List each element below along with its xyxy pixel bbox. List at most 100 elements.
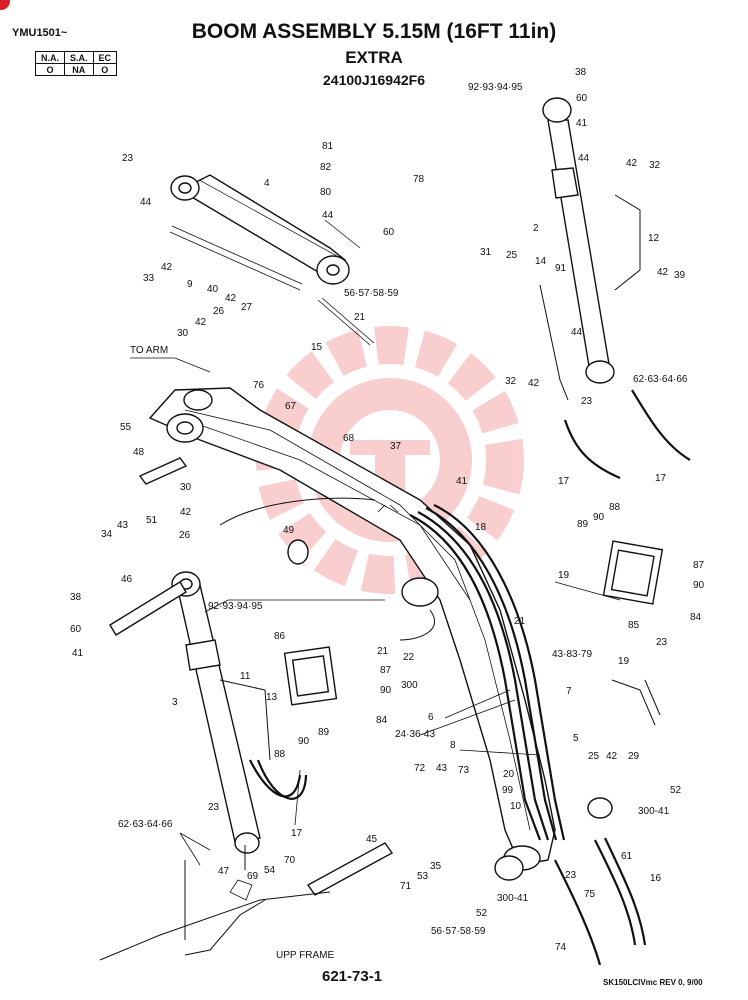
model-range: YMU1501~	[12, 27, 68, 39]
boom-body	[148, 387, 556, 871]
part-callout-label: 69	[247, 871, 259, 882]
part-callout-label: 300	[401, 680, 418, 691]
part-callout-label: 90	[593, 512, 605, 523]
part-callout-label: 7	[566, 686, 572, 697]
upper-frame	[99, 845, 331, 961]
part-callout-label: 90	[693, 580, 705, 591]
part-callout-label: 87	[693, 560, 705, 571]
part-callout-label: 41	[456, 476, 468, 487]
part-callout-label: 38	[70, 592, 82, 603]
part-callout-label: 9	[187, 279, 193, 290]
part-callout-label: 44	[322, 210, 334, 221]
part-callout-label: 76	[253, 380, 265, 391]
part-callout-label: 67	[285, 401, 297, 412]
part-callout-label: 5	[573, 733, 579, 744]
part-callout-label: 75	[584, 889, 596, 900]
part-callout-label: 19	[558, 570, 570, 581]
part-callout-label: 10	[510, 801, 522, 812]
part-callout-label: 22	[403, 652, 415, 663]
part-callout-label: 56·57·58·59	[431, 926, 486, 937]
part-callout-label: 70	[284, 855, 296, 866]
part-callout-label: 41	[72, 648, 84, 659]
part-callout-label: 8	[450, 740, 456, 751]
part-callout-label: 18	[475, 522, 487, 533]
boom-hose-bundle	[219, 497, 566, 841]
part-callout-label: 42	[225, 293, 237, 304]
part-callout-label: 33	[143, 273, 155, 284]
part-callout-label: 42	[161, 262, 173, 273]
part-callout-label: 23	[565, 870, 577, 881]
part-callout-label: 30	[180, 482, 192, 493]
leader-lines	[130, 219, 621, 866]
codes-value-cell: O	[35, 63, 65, 76]
part-callout-label: 60	[576, 93, 588, 104]
part-callout-label: 44	[571, 327, 583, 338]
part-callout-label: 61	[621, 851, 633, 862]
part-callout-label: 26	[213, 306, 225, 317]
assembly-part-number: 24100J16942F6	[323, 72, 425, 88]
part-callout-label: 84	[690, 612, 702, 623]
part-callout-label: 44	[578, 153, 590, 164]
part-callout-label: 73	[458, 765, 470, 776]
part-callout-label: 13	[266, 692, 278, 703]
codes-header-row: N.A. S.A. EC	[35, 51, 118, 64]
part-callout-label: 11	[240, 671, 251, 682]
part-callout-label: 23	[208, 802, 220, 813]
page-subtitle: EXTRA	[345, 48, 403, 67]
page-title: BOOM ASSEMBLY 5.15M (16FT 11in)	[191, 20, 557, 43]
part-callout-label: 71	[400, 881, 412, 892]
part-callout-label: 42	[657, 267, 669, 278]
part-callout-label: 16	[650, 873, 662, 884]
part-callout-label: 53	[417, 871, 429, 882]
part-callout-label: 62·63·64·66	[118, 819, 173, 830]
boom-pins	[109, 457, 613, 896]
part-callout-label: 40	[207, 284, 219, 295]
part-callout-label: 6	[428, 712, 434, 723]
part-callout-label: 43	[117, 520, 129, 531]
part-callout-label: 60	[70, 624, 82, 635]
part-callout-label: 4	[264, 178, 270, 189]
part-callout-label: 41	[576, 118, 588, 129]
part-callout-label: 19	[618, 656, 630, 667]
boom-top-cylinder	[169, 174, 375, 346]
part-callout-label: 37	[390, 441, 402, 452]
part-callout-label: 42	[528, 378, 540, 389]
part-callout-label: 55	[120, 422, 132, 433]
part-callout-label: 23	[581, 396, 593, 407]
part-callout-label: 23	[122, 153, 134, 164]
part-callout-label: 78	[413, 174, 425, 185]
codes-value-row: O NA O	[35, 63, 118, 76]
part-callout-label: 91	[555, 263, 567, 274]
part-callout-label: 89	[577, 519, 589, 530]
part-callout-label: 42	[180, 507, 192, 518]
part-callout-label: 42	[606, 751, 618, 762]
part-callout-label: 90	[298, 736, 310, 747]
part-callout-label: 15	[311, 342, 323, 353]
part-callout-label: 92·93·94·95	[208, 601, 263, 612]
part-callout-label: 32	[505, 376, 517, 387]
part-callout-label: 32	[649, 160, 661, 171]
part-callout-label: 46	[121, 574, 133, 585]
part-callout-label: 12	[648, 233, 660, 244]
part-callout-label: 21	[377, 646, 389, 657]
part-callout-label: 31	[480, 247, 492, 258]
part-callout-label: 81	[322, 141, 334, 152]
part-callout-label: 45	[366, 834, 378, 845]
part-callout-label: 88	[609, 502, 621, 513]
part-callout-label: 21	[354, 312, 366, 323]
codes-value-cell: O	[92, 63, 118, 76]
part-callout-label: 89	[318, 727, 330, 738]
part-callout-label: 74	[555, 942, 567, 953]
part-callout-label: 52	[670, 785, 682, 796]
part-callout-label: 21	[514, 616, 526, 627]
part-callout-label: 23	[656, 637, 668, 648]
part-callout-label: 56·57·58·59	[344, 288, 399, 299]
part-callout-label: 17	[655, 473, 667, 484]
part-callout-label: 99	[502, 785, 514, 796]
part-callout-label: 27	[241, 302, 253, 313]
lower-right-hoses	[554, 679, 661, 966]
part-callout-label: 42	[195, 317, 207, 328]
part-callout-label: UPP FRAME	[276, 950, 334, 961]
